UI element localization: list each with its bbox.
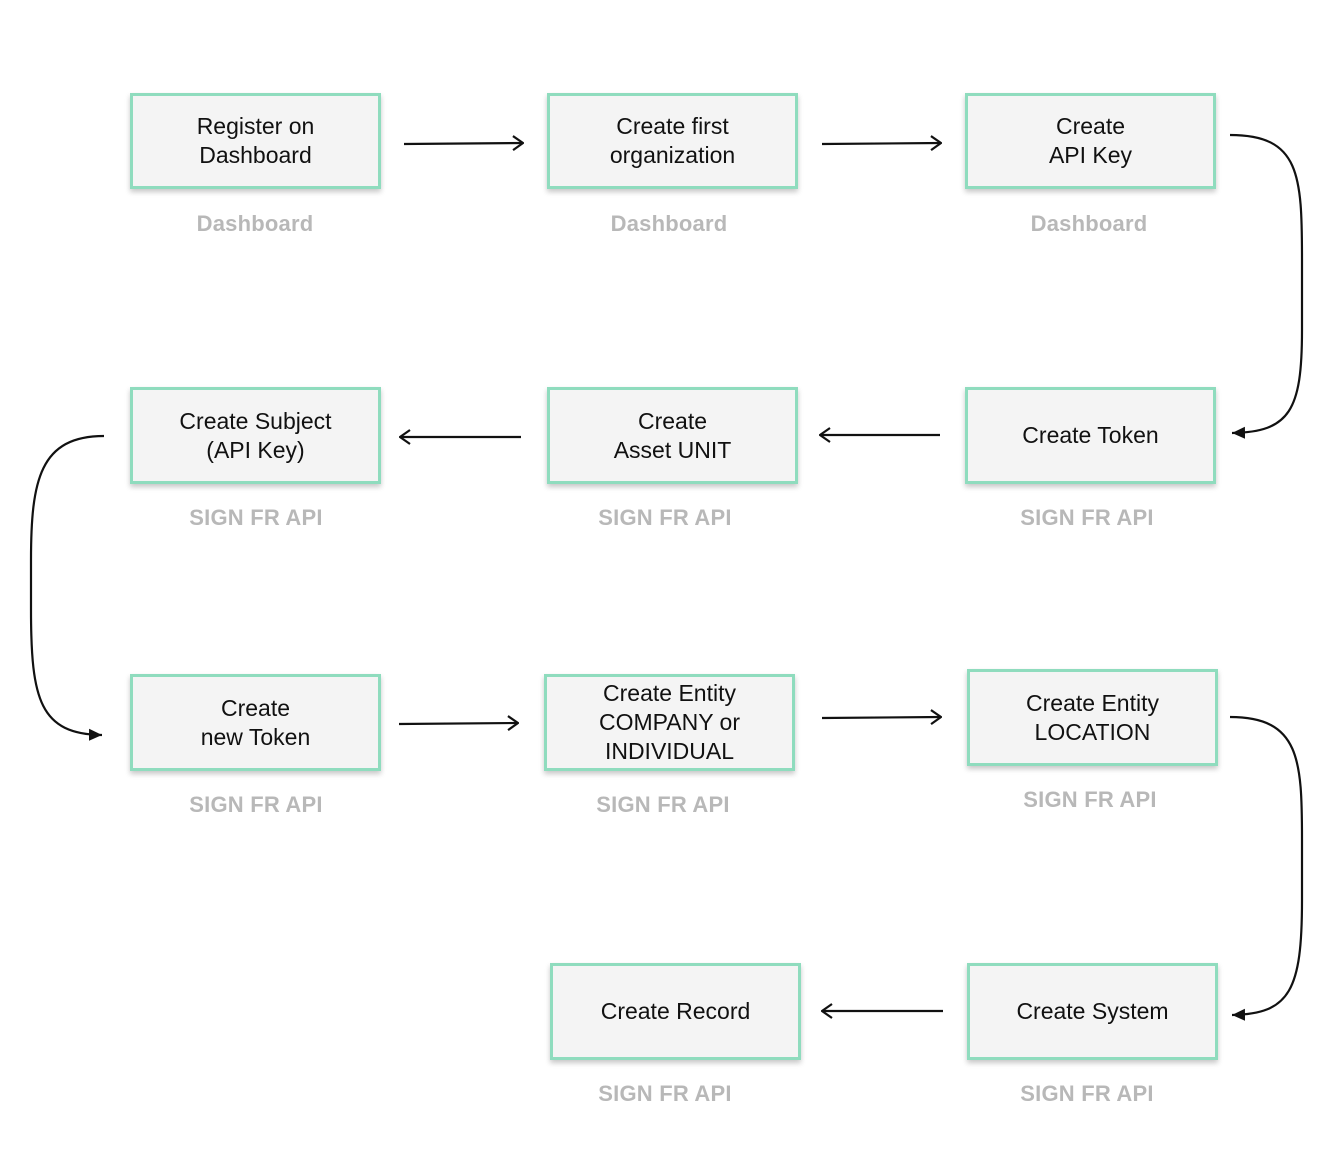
step-label: Create Asset UNIT bbox=[613, 407, 732, 463]
step-label: Create API Key bbox=[1048, 113, 1133, 168]
arrow-organization-to-api-key bbox=[821, 143, 941, 144]
step-create-system: Create System bbox=[967, 963, 1218, 1060]
arrow-api-key-to-token bbox=[1229, 133, 1304, 439]
step-label: Create Subject (API Key) bbox=[179, 407, 332, 463]
step-source-label: Dashboard bbox=[610, 211, 728, 236]
step-source-label: Dashboard bbox=[196, 211, 314, 236]
step-label: Create Entity COMPANY or INDIVIDUAL bbox=[598, 680, 740, 764]
step-create-asset-unit: Create Asset UNIT bbox=[547, 387, 798, 484]
arrow-new-token-to-company bbox=[398, 723, 518, 724]
step-create-organization: Create first organization bbox=[547, 93, 798, 189]
arrow-company-to-location bbox=[821, 717, 941, 718]
arrow-register-to-organization bbox=[403, 143, 523, 144]
step-create-entity-location: Create Entity LOCATION bbox=[967, 669, 1218, 766]
step-source-label: SIGN FR API bbox=[1023, 787, 1157, 812]
step-source-label: SIGN FR API bbox=[1020, 1081, 1154, 1106]
step-create-entity-company: Create Entity COMPANY or INDIVIDUAL bbox=[544, 674, 795, 771]
step-create-api-key: Create API Key bbox=[965, 93, 1216, 189]
step-source-label: SIGN FR API bbox=[598, 1081, 732, 1106]
step-label: Create Token bbox=[1022, 422, 1159, 448]
step-label: Create Entity LOCATION bbox=[1026, 689, 1159, 745]
step-label: Create new Token bbox=[200, 694, 311, 750]
step-create-token: Create Token bbox=[965, 387, 1216, 484]
step-source-label: SIGN FR API bbox=[189, 505, 323, 530]
step-register: Register on Dashboard bbox=[130, 93, 381, 189]
step-create-subject: Create Subject (API Key) bbox=[130, 387, 381, 484]
step-source-label: SIGN FR API bbox=[596, 792, 730, 817]
step-source-label: SIGN FR API bbox=[189, 792, 323, 817]
step-label: Create first organization bbox=[609, 113, 736, 168]
arrow-subject-to-new-token bbox=[29, 434, 105, 741]
step-source-label: Dashboard bbox=[1030, 211, 1148, 236]
step-source-label: SIGN FR API bbox=[1020, 505, 1154, 530]
step-label: Create Record bbox=[600, 998, 751, 1024]
step-create-record: Create Record bbox=[550, 963, 801, 1060]
step-label: Create System bbox=[1016, 998, 1169, 1024]
step-create-new-token: Create new Token bbox=[130, 674, 381, 771]
step-label: Register on Dashboard bbox=[196, 113, 315, 168]
step-source-label: SIGN FR API bbox=[598, 505, 732, 530]
arrow-location-to-system bbox=[1229, 715, 1304, 1021]
